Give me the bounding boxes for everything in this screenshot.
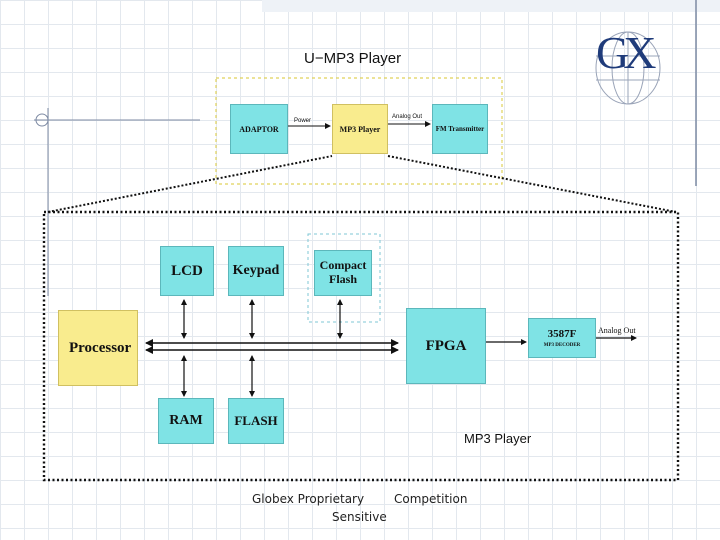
adaptor-block: ADAPTOR: [230, 104, 288, 154]
mp3-player-label: MP3 Player: [339, 124, 381, 134]
power-label: Power: [294, 118, 312, 124]
expand-line-right: [387, 155, 677, 213]
globe-icon: [595, 31, 661, 105]
footer-proprietary: Globex Proprietary: [252, 492, 365, 506]
globex-logo: GX: [592, 28, 664, 108]
lcd-label: LCD: [171, 262, 203, 279]
fpga-block: FPGA: [406, 308, 486, 384]
expand-line-left: [47, 155, 333, 213]
detail-analog-out-label: Analog Out: [598, 326, 636, 335]
footer-competition: Competition: [394, 492, 468, 506]
compact-flash-block: Compact Flash: [314, 250, 372, 296]
processor-block: Processor: [58, 310, 138, 386]
top-title: U−MP3 Player: [304, 50, 402, 67]
fm-transmitter-label: FM Transmitter: [435, 125, 485, 133]
detail-system-label: MP3 Player: [464, 431, 532, 446]
flash-label: FLASH: [234, 413, 278, 428]
detail-system-outline: [42, 210, 680, 482]
logo-letters: GX: [596, 27, 657, 78]
ram-block: RAM: [158, 398, 214, 444]
decoder-sub-label: MP3 DECODER: [543, 343, 581, 348]
adaptor-label: ADAPTOR: [239, 124, 279, 134]
keypad-block: Keypad: [228, 246, 284, 296]
compact-flash-label: Compact Flash: [319, 258, 367, 286]
top-system-outline: [215, 77, 503, 185]
processor-label: Processor: [69, 339, 132, 356]
fm-transmitter-block: FM Transmitter: [432, 104, 488, 154]
decoder-part-label: 3587F: [547, 328, 577, 340]
fpga-label: FPGA: [425, 337, 467, 354]
decoder-block: 3587F MP3 DECODER: [528, 318, 596, 358]
flash-block: FLASH: [228, 398, 284, 444]
mp3-player-block: MP3 Player: [332, 104, 388, 154]
header-band: [262, 0, 720, 12]
lcd-block: LCD: [160, 246, 214, 296]
footer-sensitive: Sensitive: [332, 510, 387, 524]
compact-flash-outline: [307, 233, 381, 323]
ram-label: RAM: [169, 413, 203, 428]
keypad-label: Keypad: [232, 263, 280, 278]
top-analog-out-label: Analog Out: [392, 114, 423, 120]
